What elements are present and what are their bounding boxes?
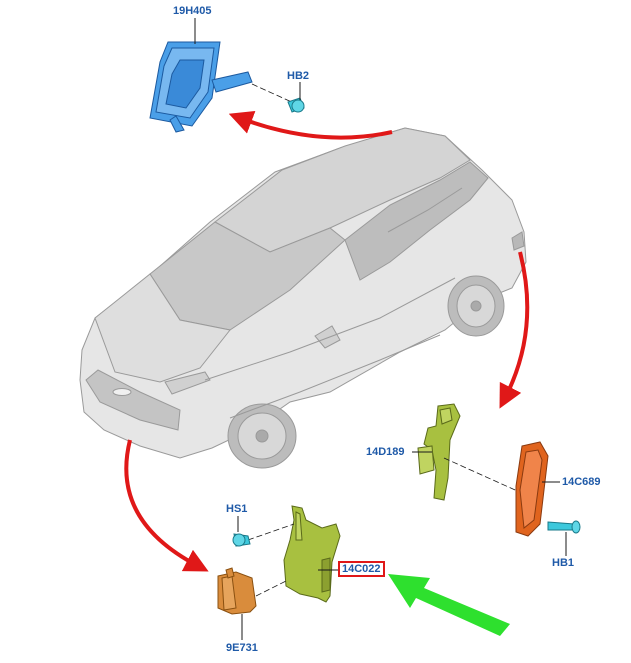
- arrow-to-9E731: [124, 439, 209, 572]
- location-arrows: [124, 110, 530, 572]
- bolt-HB2: [287, 97, 305, 113]
- assembly-line-9E731: [255, 579, 289, 597]
- label-9E731: 9E731: [226, 642, 258, 654]
- module-19H405: [149, 41, 253, 133]
- green-pointer-arrow: [388, 574, 510, 636]
- connector-9E731: [217, 567, 257, 615]
- label-14C689: 14C689: [562, 476, 601, 488]
- assembly-line-HB2: [251, 83, 297, 105]
- label-HS1: HS1: [226, 503, 248, 515]
- assembly-line-14D189: [443, 457, 525, 495]
- arrow-to-14D189: [499, 251, 530, 409]
- vehicle-illustration: [79, 127, 527, 469]
- arrow-to-19H405: [228, 110, 393, 140]
- bracket-14D189: [417, 403, 461, 501]
- label-19H405: 19H405: [173, 5, 212, 17]
- label-HB1: HB1: [552, 557, 575, 569]
- assembly-line-HS1: [247, 523, 295, 541]
- bracket-14C022: [283, 505, 341, 603]
- label-HB2: HB2: [287, 70, 310, 82]
- sensor-14C689: [515, 441, 549, 537]
- label-14C022-highlighted: 14C022: [338, 561, 385, 577]
- bolt-HS1: [232, 533, 251, 547]
- label-14D189: 14D189: [366, 446, 405, 458]
- bolt-HB1: [547, 520, 581, 534]
